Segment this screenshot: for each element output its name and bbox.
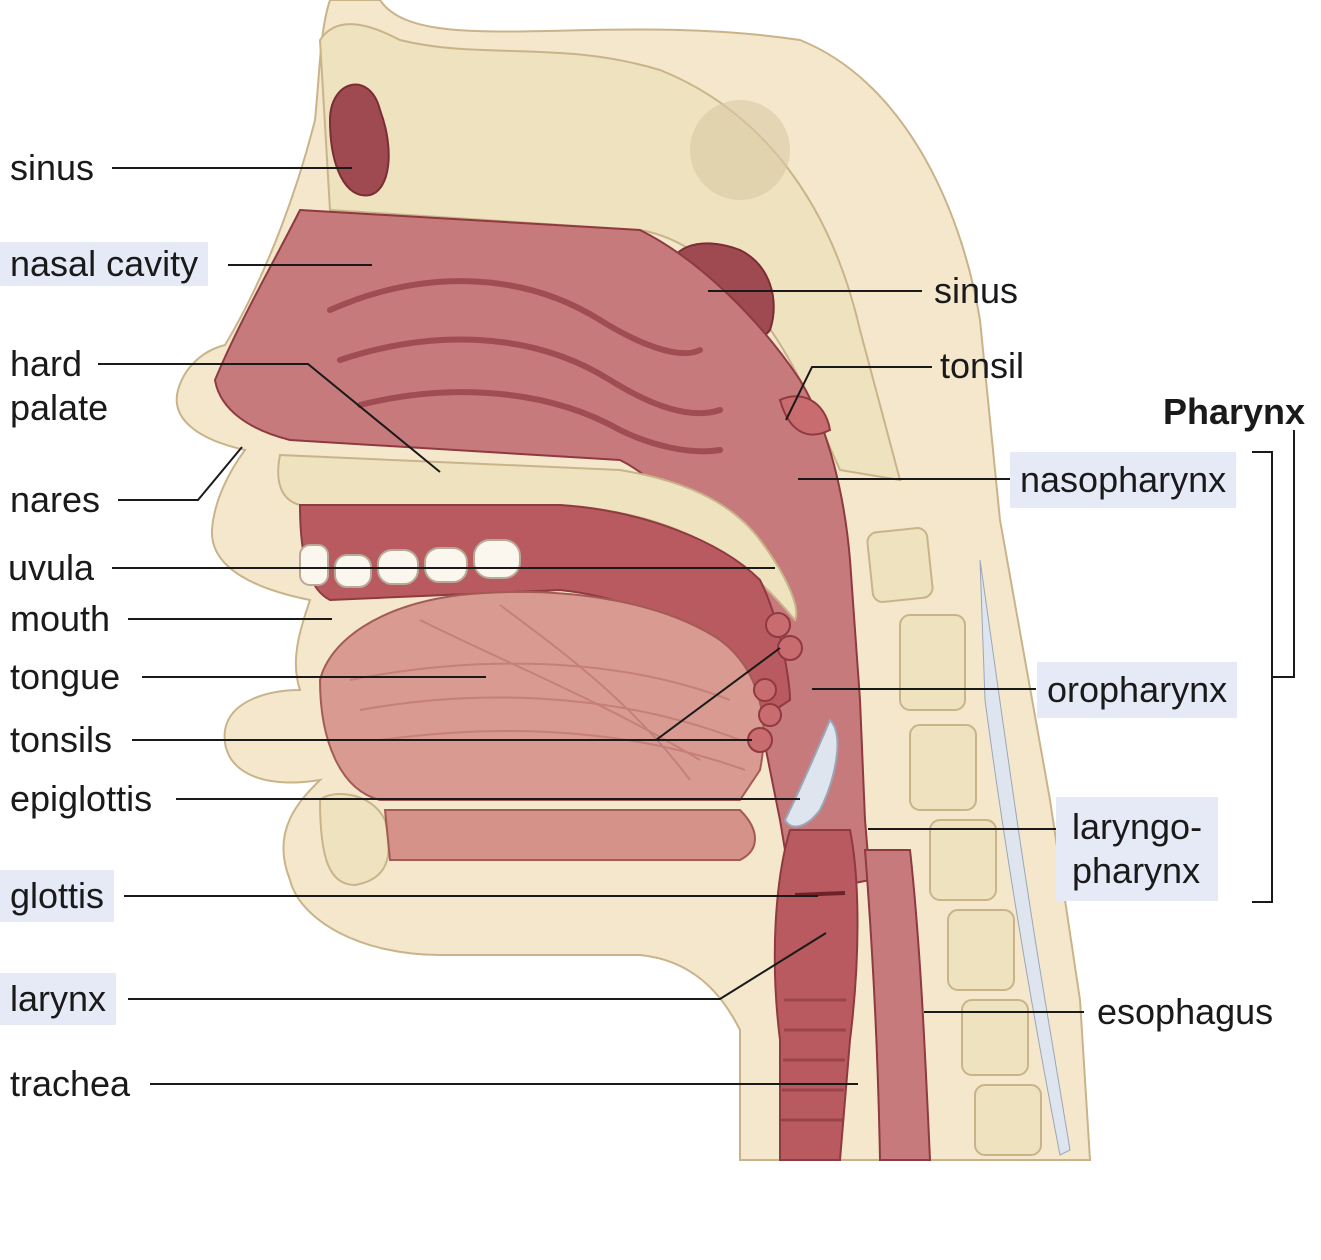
label-tonsil: tonsil <box>940 345 1025 386</box>
upper-teeth <box>299 539 521 588</box>
leader-nares <box>118 446 243 501</box>
leader-tonsil <box>785 366 932 421</box>
leader-hard-palate <box>98 363 441 473</box>
label-nasal-cavity: nasal cavity <box>0 242 209 286</box>
label-hard-palate: hard palate <box>10 343 109 428</box>
leader-lines <box>98 167 1084 1085</box>
label-epiglottis: epiglottis <box>10 778 153 819</box>
spinal-cord <box>979 559 1071 1156</box>
tongue-fibers <box>349 604 746 781</box>
mandible <box>318 793 390 887</box>
glottis-fold <box>794 891 846 897</box>
label-sinus-back: sinus <box>934 270 1019 311</box>
nasal-conchae <box>327 278 723 455</box>
label-nares: nares <box>10 479 101 520</box>
vertebral-column <box>866 527 1042 1156</box>
leader-larynx <box>128 932 827 1000</box>
tracheal-rings <box>781 998 846 1122</box>
larynx-tube <box>773 829 859 1161</box>
label-tonsils: tonsils <box>10 719 113 760</box>
label-glottis: glottis <box>0 870 115 922</box>
label-esophagus: esophagus <box>1097 991 1274 1032</box>
floor-muscles <box>383 809 756 861</box>
skull-shadow <box>690 100 790 200</box>
label-laryngopharynx: laryngo- pharynx <box>1056 797 1219 901</box>
label-sinus-front: sinus <box>10 147 95 188</box>
esophagus-tube <box>863 849 932 1161</box>
pharynx-bracket <box>1252 430 1295 903</box>
label-oropharynx: oropharynx <box>1037 662 1238 718</box>
palatine-tonsils <box>747 612 803 753</box>
label-pharynx: Pharynx <box>1163 391 1306 432</box>
tongue-muscle <box>318 591 765 801</box>
label-uvula: uvula <box>8 547 95 588</box>
label-larynx: larynx <box>0 973 117 1025</box>
label-trachea: trachea <box>10 1063 131 1104</box>
label-mouth: mouth <box>10 598 111 639</box>
label-tongue: tongue <box>10 656 121 697</box>
label-nasopharynx: nasopharynx <box>1010 452 1237 508</box>
